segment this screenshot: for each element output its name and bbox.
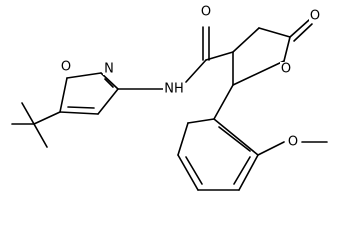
amide-oxygen-label: O <box>201 5 211 20</box>
bond <box>177 154 199 191</box>
bond <box>205 51 234 61</box>
bond <box>232 60 285 86</box>
bond <box>97 88 119 115</box>
bond <box>33 123 48 148</box>
molecule-diagram: O N NH O O O O <box>11 4 328 191</box>
atom-labels: O N NH O O O O <box>61 4 321 150</box>
lactone-carbonyl-double-bond <box>293 23 313 42</box>
lactone-carbonyl-oxygen-label: O <box>310 9 320 24</box>
tert-butyl-group <box>11 102 61 148</box>
bond <box>66 72 102 79</box>
bond <box>59 111 99 115</box>
bond <box>257 141 285 156</box>
benzene-ring <box>177 84 259 191</box>
lactone-ring-oxygen-label: O <box>281 62 291 77</box>
methoxy-oxygen-label: O <box>288 135 298 150</box>
bond <box>213 84 234 120</box>
amide-nh-label: NH <box>164 82 184 97</box>
bond <box>21 102 35 125</box>
bond <box>258 27 291 38</box>
aromatic-inner-bond <box>218 126 251 152</box>
bond <box>59 77 68 113</box>
bond <box>232 27 260 53</box>
bond <box>100 72 119 90</box>
isoxazole-nitrogen-label: N <box>104 62 114 77</box>
isoxazole-ring <box>59 72 119 115</box>
methoxy-group <box>257 141 328 156</box>
bond <box>283 36 291 62</box>
aromatic-inner-bond <box>233 156 251 185</box>
bond <box>33 111 61 125</box>
bond <box>185 59 207 83</box>
amide-linkage <box>117 26 234 90</box>
double-bond-inner <box>67 106 95 109</box>
bond <box>177 122 189 156</box>
lactone-ring <box>232 19 313 86</box>
bond <box>238 154 259 191</box>
isoxazole-oxygen-label: O <box>61 60 71 75</box>
double-bond-inner <box>104 78 114 88</box>
bond <box>187 118 215 124</box>
lactone-carbonyl-double-bond <box>289 19 310 38</box>
bond <box>213 118 259 156</box>
aromatic-inner-bond <box>185 156 203 185</box>
